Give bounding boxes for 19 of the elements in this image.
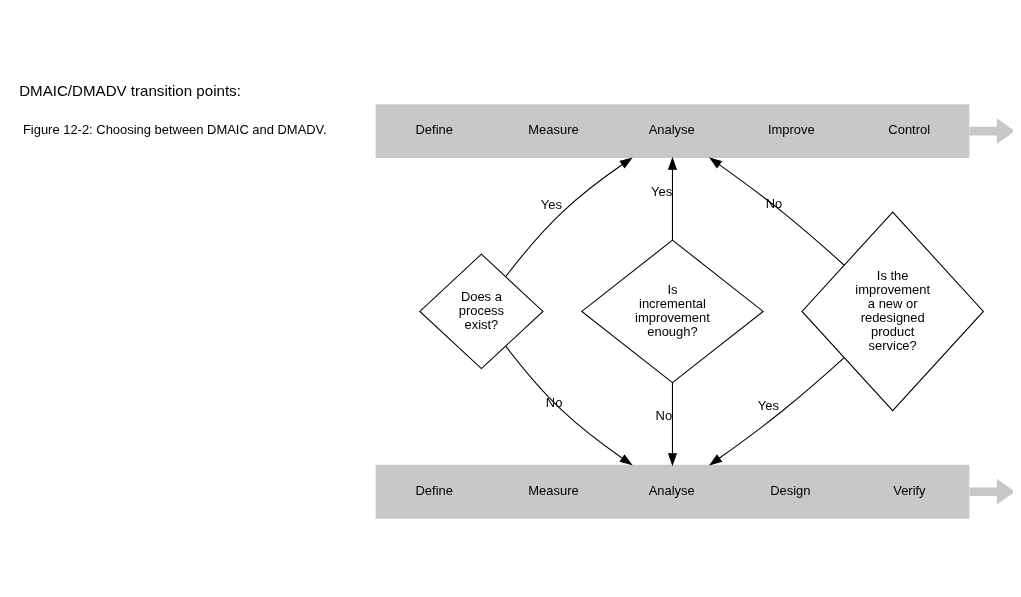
- diagram-title: DMAIC/DMADV transition points:: [18, 81, 241, 99]
- edge-label: Yes: [757, 397, 779, 413]
- edge-label: Yes: [540, 196, 562, 212]
- arrow: [504, 345, 633, 465]
- arrow: [667, 381, 677, 466]
- arrow: [504, 156, 633, 277]
- node-diamond: Is incremental improvement enough?: [580, 239, 764, 383]
- node-box: Define Measure Analyse Improve Control: [375, 103, 969, 158]
- node-diamond: Is the improvement a new or redesigned product service?: [800, 210, 984, 412]
- node-box: Define Measure Analyse Design Verify: [375, 464, 969, 519]
- arrow: [667, 156, 677, 241]
- edge-label: Yes: [650, 183, 672, 199]
- arrow: [708, 156, 845, 266]
- arrow: [969, 478, 1013, 505]
- caption: Figure 12-2: Choosing between DMAIC and DMADV.: [22, 121, 327, 137]
- arrow: [969, 117, 1013, 144]
- edge-label: No: [655, 407, 672, 423]
- arrow: [708, 356, 845, 465]
- node-diamond: Does a process exist?: [418, 252, 544, 369]
